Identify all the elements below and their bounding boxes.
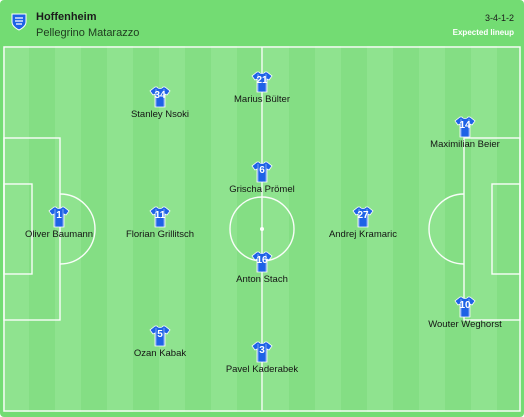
player-name: Ozan Kabak [133, 348, 187, 359]
player-ozan-kabak[interactable]: 5 Ozan Kabak [100, 325, 220, 359]
shirt-number: 1 [56, 210, 62, 221]
jersey-icon: 16 [251, 251, 273, 273]
player-name: Maximilian Beier [430, 139, 500, 150]
player-stanley-nsoki[interactable]: 34 Stanley Nsoki [100, 86, 220, 120]
jersey-icon: 14 [454, 116, 476, 138]
lineup-header: Hoffenheim Pellegrino Matarazzo 3-4-1-2 … [0, 0, 524, 44]
player-oliver-baumann[interactable]: 1 Oliver Baumann [0, 206, 119, 240]
shirt-number: 14 [459, 120, 471, 131]
jersey-icon: 6 [251, 161, 273, 183]
player-name: Wouter Weghorst [428, 319, 502, 330]
jersey-icon: 1 [48, 206, 70, 228]
player-name: Florian Grillitsch [125, 229, 195, 240]
shirt-number: 11 [154, 210, 166, 221]
jersey-icon: 27 [352, 206, 374, 228]
player-florian-grillitsch[interactable]: 11 Florian Grillitsch [100, 206, 220, 240]
player-marius-bulter[interactable]: 21 Marius Bülter [202, 71, 322, 105]
player-name: Pavel Kaderabek [225, 364, 299, 375]
player-maximilian-beier[interactable]: 14 Maximilian Beier [405, 116, 524, 150]
shirt-number: 34 [154, 90, 166, 101]
player-wouter-weghorst[interactable]: 10 Wouter Weghorst [405, 296, 524, 330]
jersey-icon: 34 [149, 86, 171, 108]
shirt-number: 16 [256, 255, 268, 266]
shirt-number: 21 [256, 75, 268, 86]
player-anton-stach[interactable]: 16 Anton Stach [202, 251, 322, 285]
player-name: Oliver Baumann [24, 229, 94, 240]
player-pavel-kaderabek[interactable]: 3 Pavel Kaderabek [202, 341, 322, 375]
hoffenheim-crest-icon [11, 13, 27, 31]
player-name: Grischa Prömel [229, 184, 295, 195]
player-grischa-promel[interactable]: 6 Grischa Prömel [202, 161, 322, 195]
shirt-number: 3 [259, 345, 265, 356]
jersey-icon: 10 [454, 296, 476, 318]
shirt-number: 10 [459, 300, 471, 311]
jersey-icon: 21 [251, 71, 273, 93]
shirt-number: 6 [259, 165, 265, 176]
expected-lineup-label: Expected lineup [452, 28, 514, 37]
jersey-icon: 3 [251, 341, 273, 363]
player-andrej-kramaric[interactable]: 27 Andrej Kramaric [303, 206, 423, 240]
team-name[interactable]: Hoffenheim [36, 11, 97, 23]
jersey-icon: 5 [149, 325, 171, 347]
formation-label: 3-4-1-2 [484, 13, 514, 23]
player-name: Andrej Kramaric [328, 229, 398, 240]
player-name: Anton Stach [236, 274, 288, 285]
player-name: Stanley Nsoki [130, 109, 190, 120]
shirt-number: 5 [157, 329, 163, 340]
shirt-number: 27 [357, 210, 369, 221]
jersey-icon: 11 [149, 206, 171, 228]
coach-name: Pellegrino Matarazzo [36, 27, 140, 39]
player-name: Marius Bülter [234, 94, 290, 105]
